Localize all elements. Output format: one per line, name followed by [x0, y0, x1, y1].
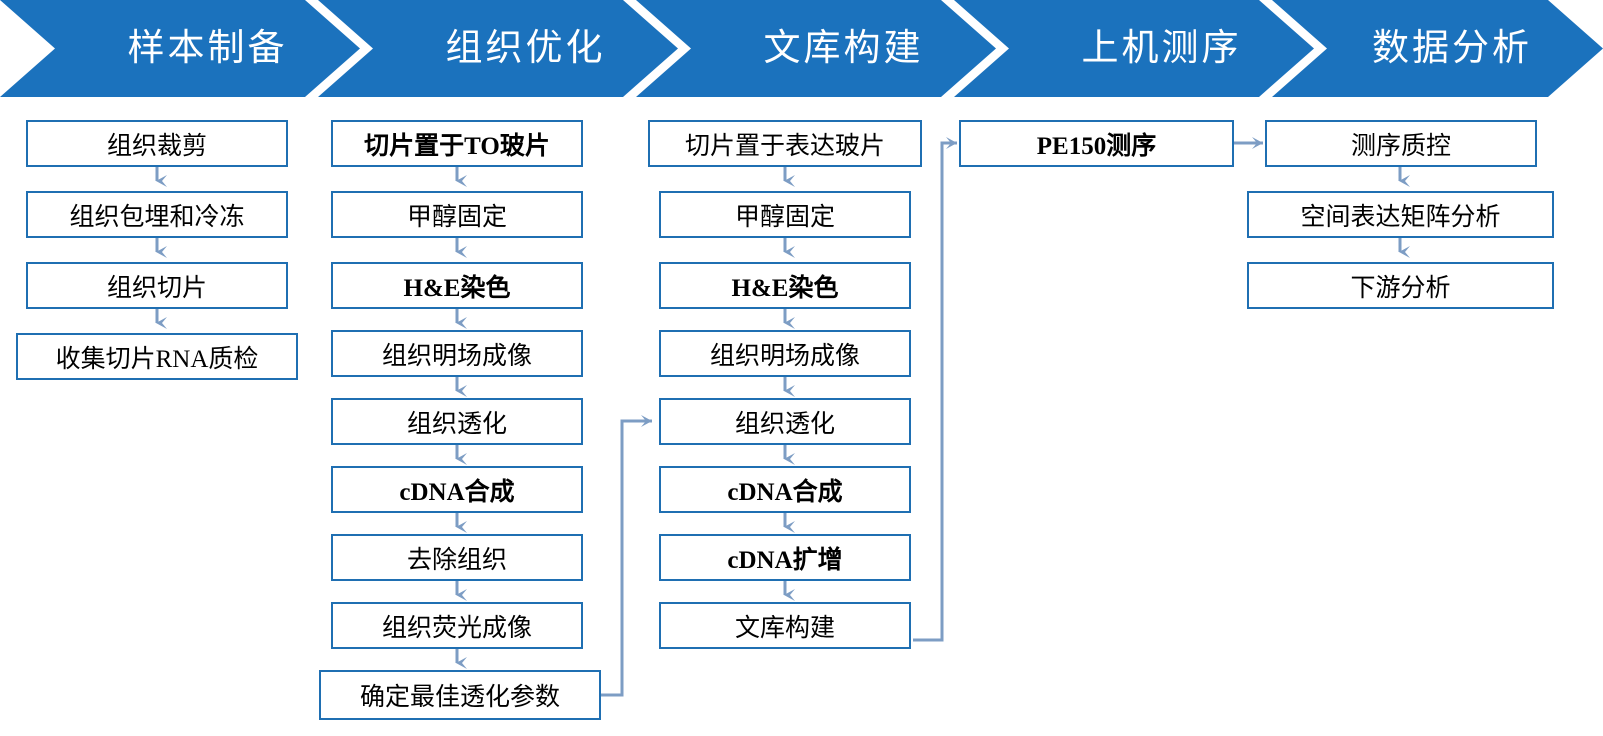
chevron-segment-2: [318, 0, 678, 97]
step-box-c2-s5[interactable]: 组织透化: [331, 398, 583, 445]
step-box-c1-s2[interactable]: 组织包埋和冷冻: [26, 191, 288, 238]
step-box-c3-s7[interactable]: cDNA扩增: [659, 534, 911, 581]
chevron-segment-1: [0, 0, 360, 97]
step-box-c3-s1[interactable]: 切片置于表达玻片: [648, 120, 922, 167]
step-box-c5-s1[interactable]: 测序质控: [1265, 120, 1537, 167]
step-box-c3-s3[interactable]: H&E染色: [659, 262, 911, 309]
step-box-c3-s6[interactable]: cDNA合成: [659, 466, 911, 513]
chevron-segment-5: [1272, 0, 1603, 97]
step-box-c2-s7[interactable]: 去除组织: [331, 534, 583, 581]
stage-label-4: 上机测序: [1081, 28, 1242, 69]
step-box-c5-s2[interactable]: 空间表达矩阵分析: [1247, 191, 1554, 238]
stage-label-2: 组织优化: [445, 28, 606, 69]
step-box-c3-s8[interactable]: 文库构建: [659, 602, 911, 649]
step-box-c3-s4[interactable]: 组织明场成像: [659, 330, 911, 377]
connector-library-to-sequencing: [913, 137, 957, 642]
step-box-c2-s9[interactable]: 确定最佳透化参数: [319, 670, 601, 720]
stage-label-1: 样本制备: [127, 28, 288, 69]
step-box-c4-s1[interactable]: PE150测序: [959, 120, 1234, 167]
step-box-c2-s3[interactable]: H&E染色: [331, 262, 583, 309]
step-box-c1-s3[interactable]: 组织切片: [26, 262, 288, 309]
step-box-c3-s2[interactable]: 甲醇固定: [659, 191, 911, 238]
stage-label-5: 数据分析: [1372, 28, 1532, 69]
banner-chevrons: [0, 0, 1603, 97]
step-box-c3-s5[interactable]: 组织透化: [659, 398, 911, 445]
step-box-c2-s2[interactable]: 甲醇固定: [331, 191, 583, 238]
step-box-c2-s4[interactable]: 组织明场成像: [331, 330, 583, 377]
step-box-c1-s1[interactable]: 组织裁剪: [26, 120, 288, 167]
chevron-segment-3: [636, 0, 996, 97]
chevron-segment-4: [954, 0, 1314, 97]
step-box-c2-s1[interactable]: 切片置于TO玻片: [331, 120, 583, 167]
step-box-c2-s8[interactable]: 组织荧光成像: [331, 602, 583, 649]
stage-banner: 样本制备 组织优化 文库构建 上机测序 数据分析: [0, 0, 1603, 97]
step-box-c2-s6[interactable]: cDNA合成: [331, 466, 583, 513]
connector-optimization-to-library: [601, 415, 652, 697]
step-box-c1-s4[interactable]: 收集切片RNA质检: [16, 333, 298, 380]
stage-label-3: 文库构建: [763, 28, 924, 69]
step-box-c5-s3[interactable]: 下游分析: [1247, 262, 1554, 309]
